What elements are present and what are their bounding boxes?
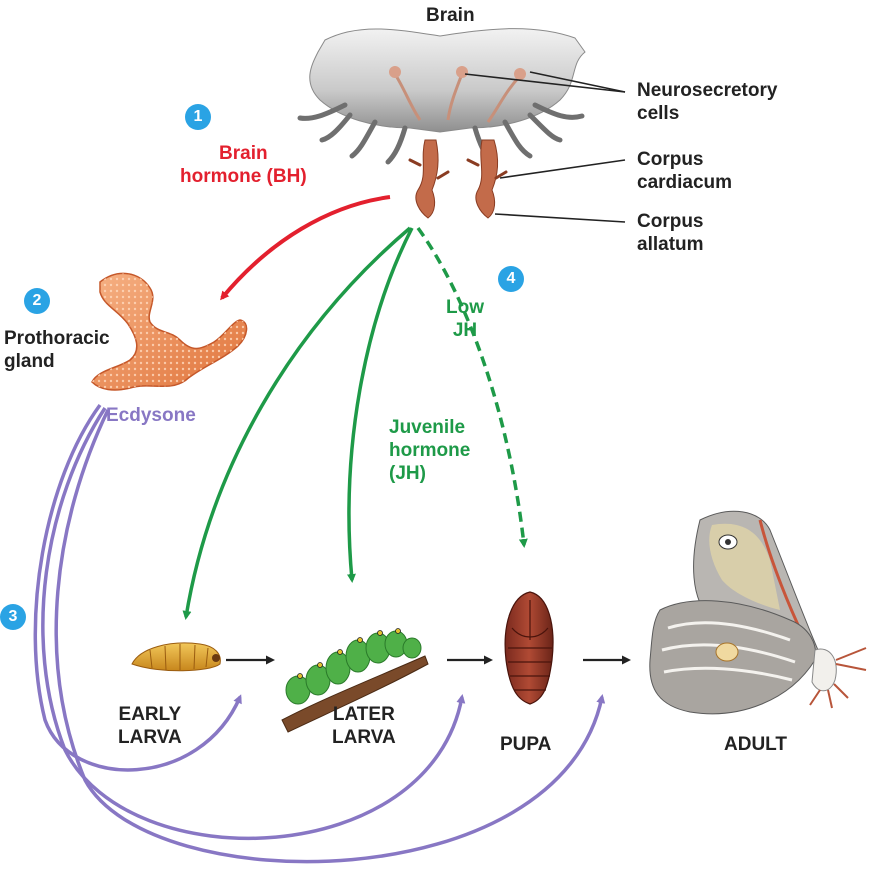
step-3-badge: 3 [0, 604, 26, 630]
corpus-cardiacum-line-1: Corpus [637, 149, 704, 170]
low-jh-label: Low JH [446, 296, 484, 342]
later-larva-caterpillar-icon [281, 628, 429, 733]
corpus-cardiacum-label: Corpus cardiacum [637, 148, 732, 194]
early-larva-icon [131, 642, 221, 672]
later-larva-label: LATER LARVA [332, 703, 396, 749]
corpus-allatum-label: Corpus allatum [637, 210, 704, 256]
ecdysone-label: Ecdysone [106, 405, 196, 426]
juvenile-hormone-label: Juvenile hormone (JH) [389, 416, 470, 485]
early-larva-line-2: LARVA [118, 727, 182, 748]
prothoracic-gland-line-1: Prothoracic [4, 328, 110, 349]
prothoracic-gland-line-2: gland [4, 351, 55, 372]
low-jh-line-2: JH [452, 320, 478, 341]
brain-hormone-line-2: hormone (BH) [180, 166, 307, 187]
early-larva-line-1: EARLY [118, 704, 182, 725]
step-4-badge: 4 [498, 266, 524, 292]
brain-hormone-line-1: Brain [219, 143, 268, 164]
prothoracic-gland-illustration [91, 272, 248, 391]
label-leader-lines [464, 71, 626, 223]
later-larva-line-2: LARVA [332, 727, 396, 748]
juvenile-hormone-line-1: Juvenile [389, 417, 466, 438]
adult-label: ADULT [724, 734, 787, 755]
brain-illustration [297, 28, 586, 219]
corpus-cardiacum-line-2: cardiacum [637, 172, 733, 193]
brain-hormone-arrow [220, 195, 391, 301]
neurosecretory-line-1: Neurosecretory [637, 80, 778, 101]
pupa-label: PUPA [500, 734, 552, 755]
step-1-badge: 1 [185, 104, 211, 130]
neurosecretory-line-2: cells [637, 103, 680, 124]
brain-hormone-label: Brain hormone (BH) [180, 142, 307, 188]
adult-moth-icon [649, 510, 867, 715]
low-jh-line-1: Low [446, 297, 484, 318]
step-2-badge: 2 [24, 288, 50, 314]
juvenile-hormone-line-3: (JH) [389, 463, 426, 484]
corpus-allatum-line-2: allatum [637, 234, 704, 255]
early-larva-label: EARLY LARVA [118, 703, 182, 749]
ecdysone-arrows [33, 403, 606, 864]
pupa-icon [504, 591, 554, 705]
brain-title: Brain [426, 5, 475, 26]
juvenile-hormone-line-2: hormone [389, 440, 471, 461]
juvenile-hormone-arrows [182, 226, 528, 620]
prothoracic-gland-label: Prothoracic gland [4, 327, 110, 373]
corpus-allatum-line-1: Corpus [637, 211, 704, 232]
later-larva-line-1: LATER [332, 704, 395, 725]
neurosecretory-cells-label: Neurosecretory cells [637, 79, 777, 125]
